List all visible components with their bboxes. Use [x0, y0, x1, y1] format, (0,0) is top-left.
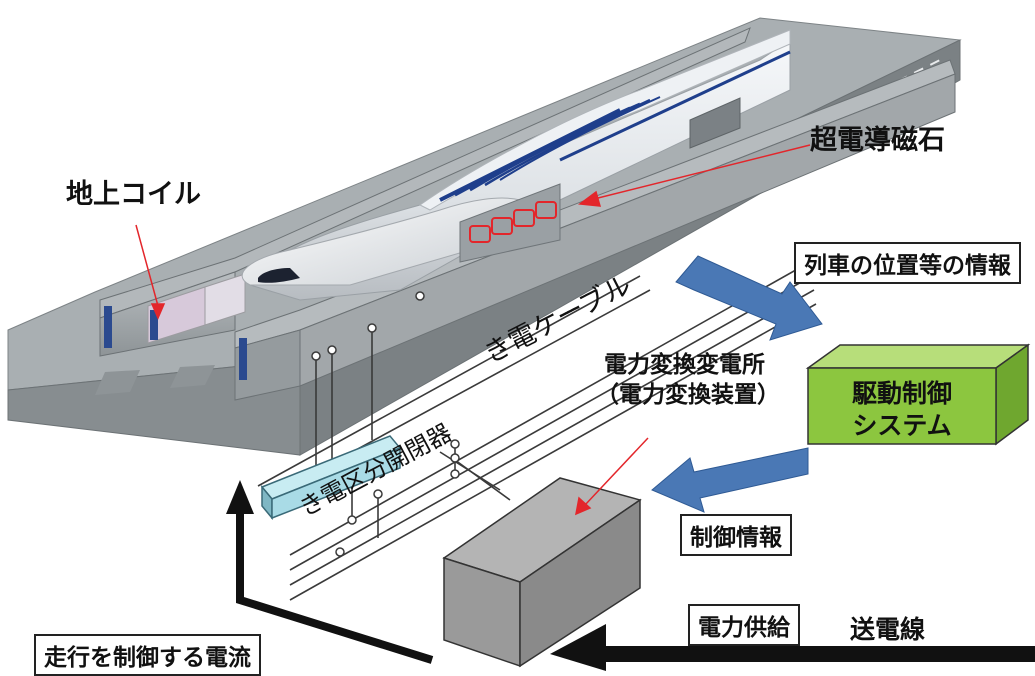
- drive-control-system-box: [805, 343, 1031, 446]
- power-supply-label: 電力供給: [688, 604, 800, 646]
- control-info-arrow: [651, 447, 809, 513]
- substation-line2: （電力変換装置）: [596, 382, 780, 408]
- substation-label: 電力変換変電所 （電力変換装置）: [596, 350, 780, 410]
- drive-control-line1: 駆動制御: [851, 379, 952, 408]
- train-info-arrow: [675, 255, 823, 341]
- running-current-label: 走行を制御する電流: [34, 634, 261, 676]
- train-info-label: 列車の位置等の情報: [794, 242, 1021, 284]
- transmission-line-label: 送電線: [850, 615, 926, 644]
- left-guideway-wall: [99, 27, 751, 357]
- callout-lines: [135, 144, 811, 516]
- drive-control-line2: システム: [852, 411, 952, 440]
- ground-coil-label: 地上コイル: [66, 179, 201, 210]
- superconducting-magnet-label: 超電導磁石: [810, 125, 945, 156]
- maglev-train: [241, 29, 791, 301]
- ground-coil-marker: [150, 310, 158, 340]
- power-flow-arrows: [226, 480, 1035, 671]
- substation-line1: 電力変換変電所: [604, 352, 765, 378]
- cable-insulators: [311, 291, 460, 557]
- superconducting-coils: [469, 201, 557, 243]
- drive-control-label: 駆動制御 システム: [808, 378, 996, 442]
- substation-block: [442, 477, 642, 668]
- control-info-label: 制御情報: [680, 514, 792, 556]
- feeder-section-switch-box: [260, 435, 402, 521]
